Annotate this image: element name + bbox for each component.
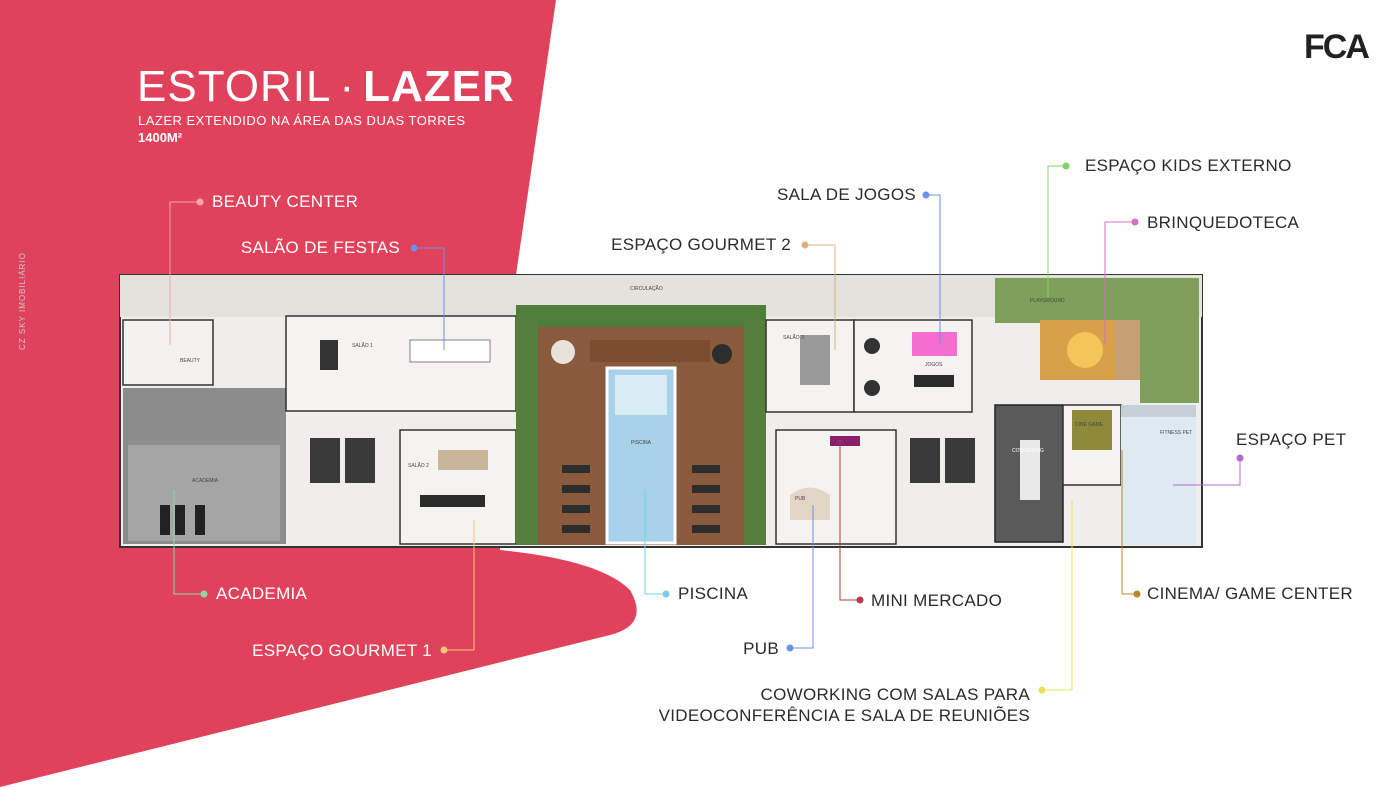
label-brinquedoteca: BRINQUEDOTECA — [1147, 213, 1300, 232]
plan-label-academia: ACADEMIA — [192, 478, 219, 484]
plan-label-salao1: SALÃO 1 — [352, 343, 373, 349]
plan-label-fitness-pet: FITNESS PET — [1160, 430, 1193, 436]
label-salao-festas: SALÃO DE FESTAS — [240, 238, 400, 257]
label-piscina: PISCINA — [678, 584, 749, 603]
title-bold: LAZER — [363, 62, 515, 111]
leader-dots — [196, 162, 1244, 694]
fca-logo: FCA — [1304, 28, 1370, 66]
label-espaco-gourmet-2: ESPAÇO GOURMET 2 — [611, 235, 791, 254]
watermark: CZ SKY IMOBILIÁRIO — [18, 252, 27, 350]
area-value: 1400M² — [138, 130, 183, 145]
label-sala-jogos: SALA DE JOGOS — [776, 185, 916, 204]
label-coworking-line2: VIDEOCONFERÊNCIA E SALA DE REUNIÕES — [658, 706, 1030, 725]
plan-label-salao3: SALÃO 3 — [783, 335, 804, 341]
label-espaco-kids-externo: ESPAÇO KIDS EXTERNO — [1085, 156, 1292, 175]
leader-lines — [169, 165, 1241, 691]
label-beauty-center: BEAUTY CENTER — [212, 192, 359, 211]
page-subtitle: LAZER EXTENDIDO NA ÁREA DAS DUAS TORRES — [138, 113, 466, 128]
label-espaco-gourmet-1: ESPAÇO GOURMET 1 — [252, 641, 432, 660]
plan-label-cine-game: CINE GAME — [1075, 422, 1104, 428]
plan-label-piscina: PISCINA — [631, 440, 652, 446]
label-academia: ACADEMIA — [216, 584, 308, 603]
label-pub: PUB — [743, 639, 779, 658]
label-coworking-line1: COWORKING COM SALAS PARA — [760, 685, 1030, 704]
plan-label-salao2: SALÃO 2 — [408, 463, 429, 469]
title-light: ESTORIL — [137, 62, 332, 111]
plan-label-coworking: COWORKING — [1012, 448, 1044, 454]
plan-label-beauty: BEAUTY — [180, 358, 201, 364]
floor-plan — [119, 274, 1203, 548]
label-mini-mercado: MINI MERCADO — [871, 591, 1003, 610]
page-title: ESTORIL·LAZER — [137, 62, 515, 112]
label-espaco-pet: ESPAÇO PET — [1236, 430, 1347, 449]
plan-label-circulacao: CIRCULAÇÃO — [630, 286, 663, 292]
plan-label-pub: PUB — [795, 496, 806, 502]
plan-label-jogos: JOGOS — [925, 362, 943, 368]
title-separator: · — [339, 62, 356, 111]
label-cinema-game-center: CINEMA/ GAME CENTER — [1147, 584, 1353, 603]
plan-label-playground: PLAYGROUND — [1030, 298, 1065, 304]
